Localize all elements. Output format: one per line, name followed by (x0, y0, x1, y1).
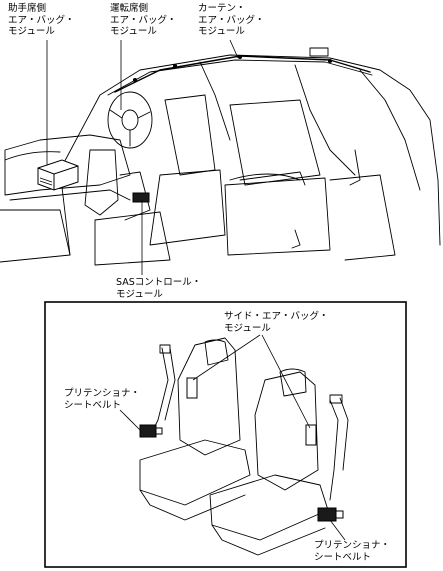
label-sas-control-line2: モジュール (116, 288, 163, 300)
label-curtain-airbag-line3: モジュール (198, 26, 245, 37)
label-sas-control-line1: SASコントロール・ (116, 277, 202, 288)
label-pretensioner-right-line1: プリテンショナ・ (314, 540, 391, 551)
label-passenger-airbag-line1: 助手席側 (8, 3, 47, 14)
label-passenger-airbag-line2: エア・バッグ・ (8, 14, 75, 26)
label-driver-airbag-module: 運転席側 エア・バッグ・ モジュール (110, 3, 177, 38)
inset-frame (44, 301, 407, 568)
side-airbag-module-right-shape (305, 424, 317, 446)
label-curtain-airbag-line2: エア・バッグ・ (198, 14, 265, 26)
sas-control-module-shape (132, 192, 150, 203)
label-pretensioner-left-line2: シートベルト (64, 399, 122, 411)
label-driver-airbag-line3: モジュール (110, 26, 157, 37)
pretensioner-unit-left-shape (139, 424, 163, 438)
label-curtain-airbag-module: カーテン・ エア・バッグ・ モジュール (198, 3, 265, 38)
label-driver-airbag-line2: エア・バッグ・ (110, 14, 177, 26)
label-pretensioner-seatbelt-left: プリテンショナ・ シートベルト (64, 388, 140, 411)
label-sas-control-module: SASコントロール・ モジュール (116, 277, 201, 300)
label-side-airbag-line2: モジュール (224, 322, 271, 334)
label-driver-airbag-line1: 運転席側 (110, 3, 149, 14)
label-side-airbag-line1: サイド・エア・バッグ・ (224, 311, 329, 322)
label-passenger-airbag-module: 助手席側 エア・バッグ・ モジュール (8, 3, 75, 38)
label-curtain-airbag-line1: カーテン・ (198, 3, 246, 14)
label-pretensioner-right-line2: シートベルト (314, 551, 372, 563)
label-side-airbag-module: サイド・エア・バッグ・ モジュール (224, 311, 329, 334)
label-pretensioner-seatbelt-right: プリテンショナ・ シートベルト (314, 540, 390, 563)
label-passenger-airbag-line3: モジュール (8, 26, 55, 37)
side-airbag-module-left-shape (186, 377, 198, 399)
label-pretensioner-left-line1: プリテンショナ・ (64, 388, 141, 399)
pretensioner-unit-right-shape (317, 507, 344, 522)
passenger-airbag-module-shape (37, 159, 79, 191)
